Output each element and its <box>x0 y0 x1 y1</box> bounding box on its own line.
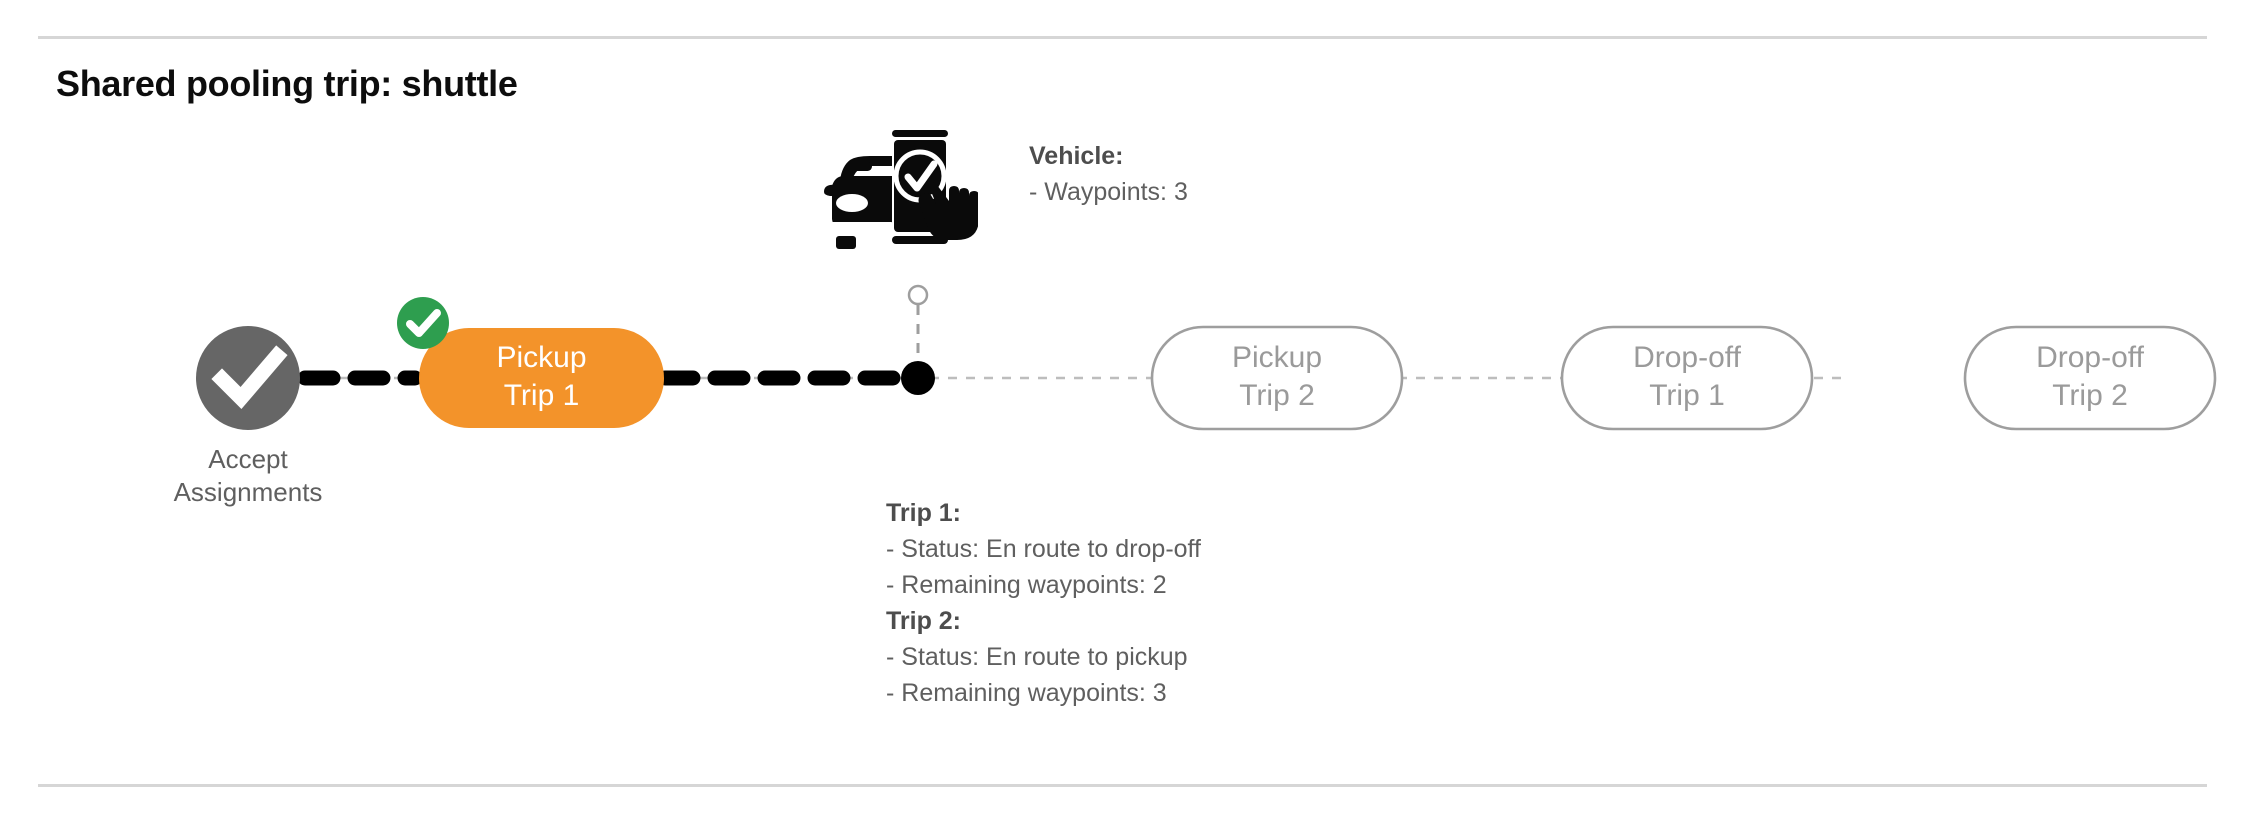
node-drop-off-trip-1[interactable] <box>1560 325 1814 431</box>
node-pickup-trip-1[interactable] <box>419 328 664 428</box>
start-node-label: Accept Assignments <box>148 443 348 510</box>
trip-2-remaining-waypoints: - Remaining waypoints: 3 <box>886 679 1167 707</box>
check-mark-icon <box>211 345 288 410</box>
vehicle-phone-check-icon <box>824 130 978 249</box>
trip-info-block: Trip 1: - Status: En route to drop-off -… <box>886 495 1201 711</box>
check-circle-icon <box>196 326 300 430</box>
trip-1-heading: Trip 1: <box>886 499 962 527</box>
current-position-dot <box>901 361 935 395</box>
page-title: Shared pooling trip: shuttle <box>56 63 518 104</box>
start-node-accept-assignments[interactable] <box>196 326 300 430</box>
upcoming-pill-shape <box>1150 325 1404 431</box>
start-node-label-line1: Accept <box>208 444 288 474</box>
node-drop-off-trip-2-label[interactable]: Drop-off Trip 2 <box>1965 339 2215 415</box>
trip-2-heading: Trip 2: <box>886 607 962 635</box>
node-label-line1: Drop-off <box>2036 341 2144 374</box>
node-label-line1: Pickup <box>1231 341 1323 374</box>
check-badge-icon <box>397 297 449 349</box>
vehicle-info-block: Vehicle: - Waypoints: 3 <box>1029 138 1188 210</box>
upcoming-pill-shape <box>1963 325 2217 431</box>
trip-1-remaining-waypoints: - Remaining waypoints: 2 <box>886 571 1167 599</box>
node-label-line2: Trip 1 <box>1649 379 1725 413</box>
start-node-label-line2: Assignments <box>173 477 323 508</box>
vehicle-position-marker <box>901 284 935 395</box>
node-pickup-trip-2[interactable] <box>1150 325 1404 431</box>
node-label-line2: Trip 1 <box>503 379 580 413</box>
trip-1-status: - Status: En route to drop-off <box>886 535 1201 563</box>
vehicle-info-heading: Vehicle: <box>1029 142 1124 170</box>
active-pill-shape <box>419 328 664 428</box>
node-pickup-trip-2-label[interactable]: Pickup Trip 2 <box>1152 339 1402 415</box>
trip-2-status: - Status: En route to pickup <box>886 643 1188 671</box>
vehicle-anchor-ring <box>907 284 929 306</box>
node-label-line2: Trip 2 <box>2052 379 2128 413</box>
node-drop-off-trip-1-label[interactable]: Drop-off Trip 1 <box>1562 339 1812 415</box>
vehicle-info-waypoints: - Waypoints: 3 <box>1029 178 1188 206</box>
bottom-divider <box>38 784 2207 787</box>
upcoming-pill-shape <box>1560 325 1814 431</box>
node-label-line2: Trip 2 <box>1239 379 1315 413</box>
top-divider <box>38 36 2207 39</box>
node-label-line1: Pickup <box>496 341 587 374</box>
node-drop-off-trip-2[interactable] <box>1963 325 2217 431</box>
node-pickup-trip-1-label[interactable]: Pickup Trip 1 <box>419 339 664 415</box>
node-label-line1: Drop-off <box>1633 341 1741 374</box>
